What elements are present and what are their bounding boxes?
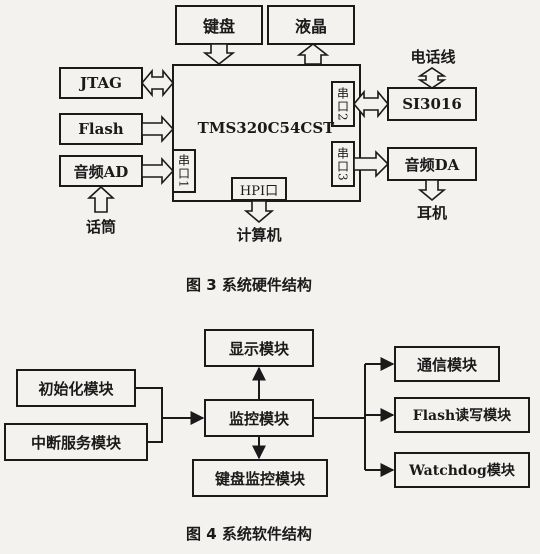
phone-line-label: 电话线: [410, 47, 456, 66]
box-lcd: [267, 5, 355, 45]
serial1-label: 串口1: [176, 153, 191, 189]
line-init-bus: [135, 387, 163, 418]
jtag-label: JTAG: [80, 74, 122, 92]
box-comm-module: [394, 346, 500, 382]
earphone-label: 耳机: [416, 203, 447, 222]
arrow-serial2-si3016: [352, 89, 390, 119]
init-module-label: 初始化模块: [38, 379, 114, 398]
interrupt-module-label: 中断服务模块: [30, 433, 121, 452]
main-chip-label: TMS320C54CST: [197, 119, 335, 137]
figure4-caption: 图 4 系统软件结构: [186, 525, 312, 543]
arrow-mic-audioad: [86, 185, 116, 213]
figure3-caption: 图 3 系统硬件结构: [186, 276, 312, 294]
arrow-serial3-audioda: [353, 150, 390, 178]
keyboard-label: 键盘: [202, 17, 235, 36]
box-keyboard-monitor-module: [192, 459, 328, 497]
line-interrupt-bus: [147, 418, 163, 443]
monitor-module-label: 监控模块: [228, 409, 289, 428]
box-watchdog-module: [394, 452, 530, 488]
box-flash-rw-module: [394, 397, 530, 433]
arrow-flash-chip: [141, 114, 175, 144]
audio-da-label: 音频DA: [404, 155, 460, 174]
arrow-jtag-chip: [140, 68, 175, 98]
hpi-label: HPI口: [239, 183, 279, 199]
arrow-si3016-phoneline: [417, 67, 447, 89]
comm-module-label: 通信模块: [416, 355, 477, 374]
serial3-label: 串口3: [335, 146, 350, 182]
microphone-label: 话筒: [85, 217, 116, 236]
arrow-chip-lcd: [296, 42, 330, 65]
serial2-label: 串口2: [335, 86, 350, 122]
box-hpi: [231, 177, 287, 201]
display-module-label: 显示模块: [228, 339, 289, 358]
keyboard-monitor-module-label: 键盘监控模块: [214, 469, 305, 488]
si3016-label: SI3016: [402, 95, 462, 113]
watchdog-module-label: Watchdog模块: [409, 463, 515, 479]
computer-label: 计算机: [236, 225, 282, 244]
audio-ad-label: 音频AD: [73, 162, 129, 181]
arrow-hpi-computer: [243, 200, 275, 224]
arrow-audioad-serial1: [141, 156, 175, 186]
flash-label: Flash: [78, 120, 124, 138]
arrow-audioda-earphone: [417, 179, 447, 202]
flash-rw-module-label: Flash读写模块: [412, 408, 512, 424]
box-display-module: [204, 329, 314, 367]
arrow-keyboard-chip: [202, 43, 236, 66]
lcd-label: 液晶: [294, 17, 327, 36]
